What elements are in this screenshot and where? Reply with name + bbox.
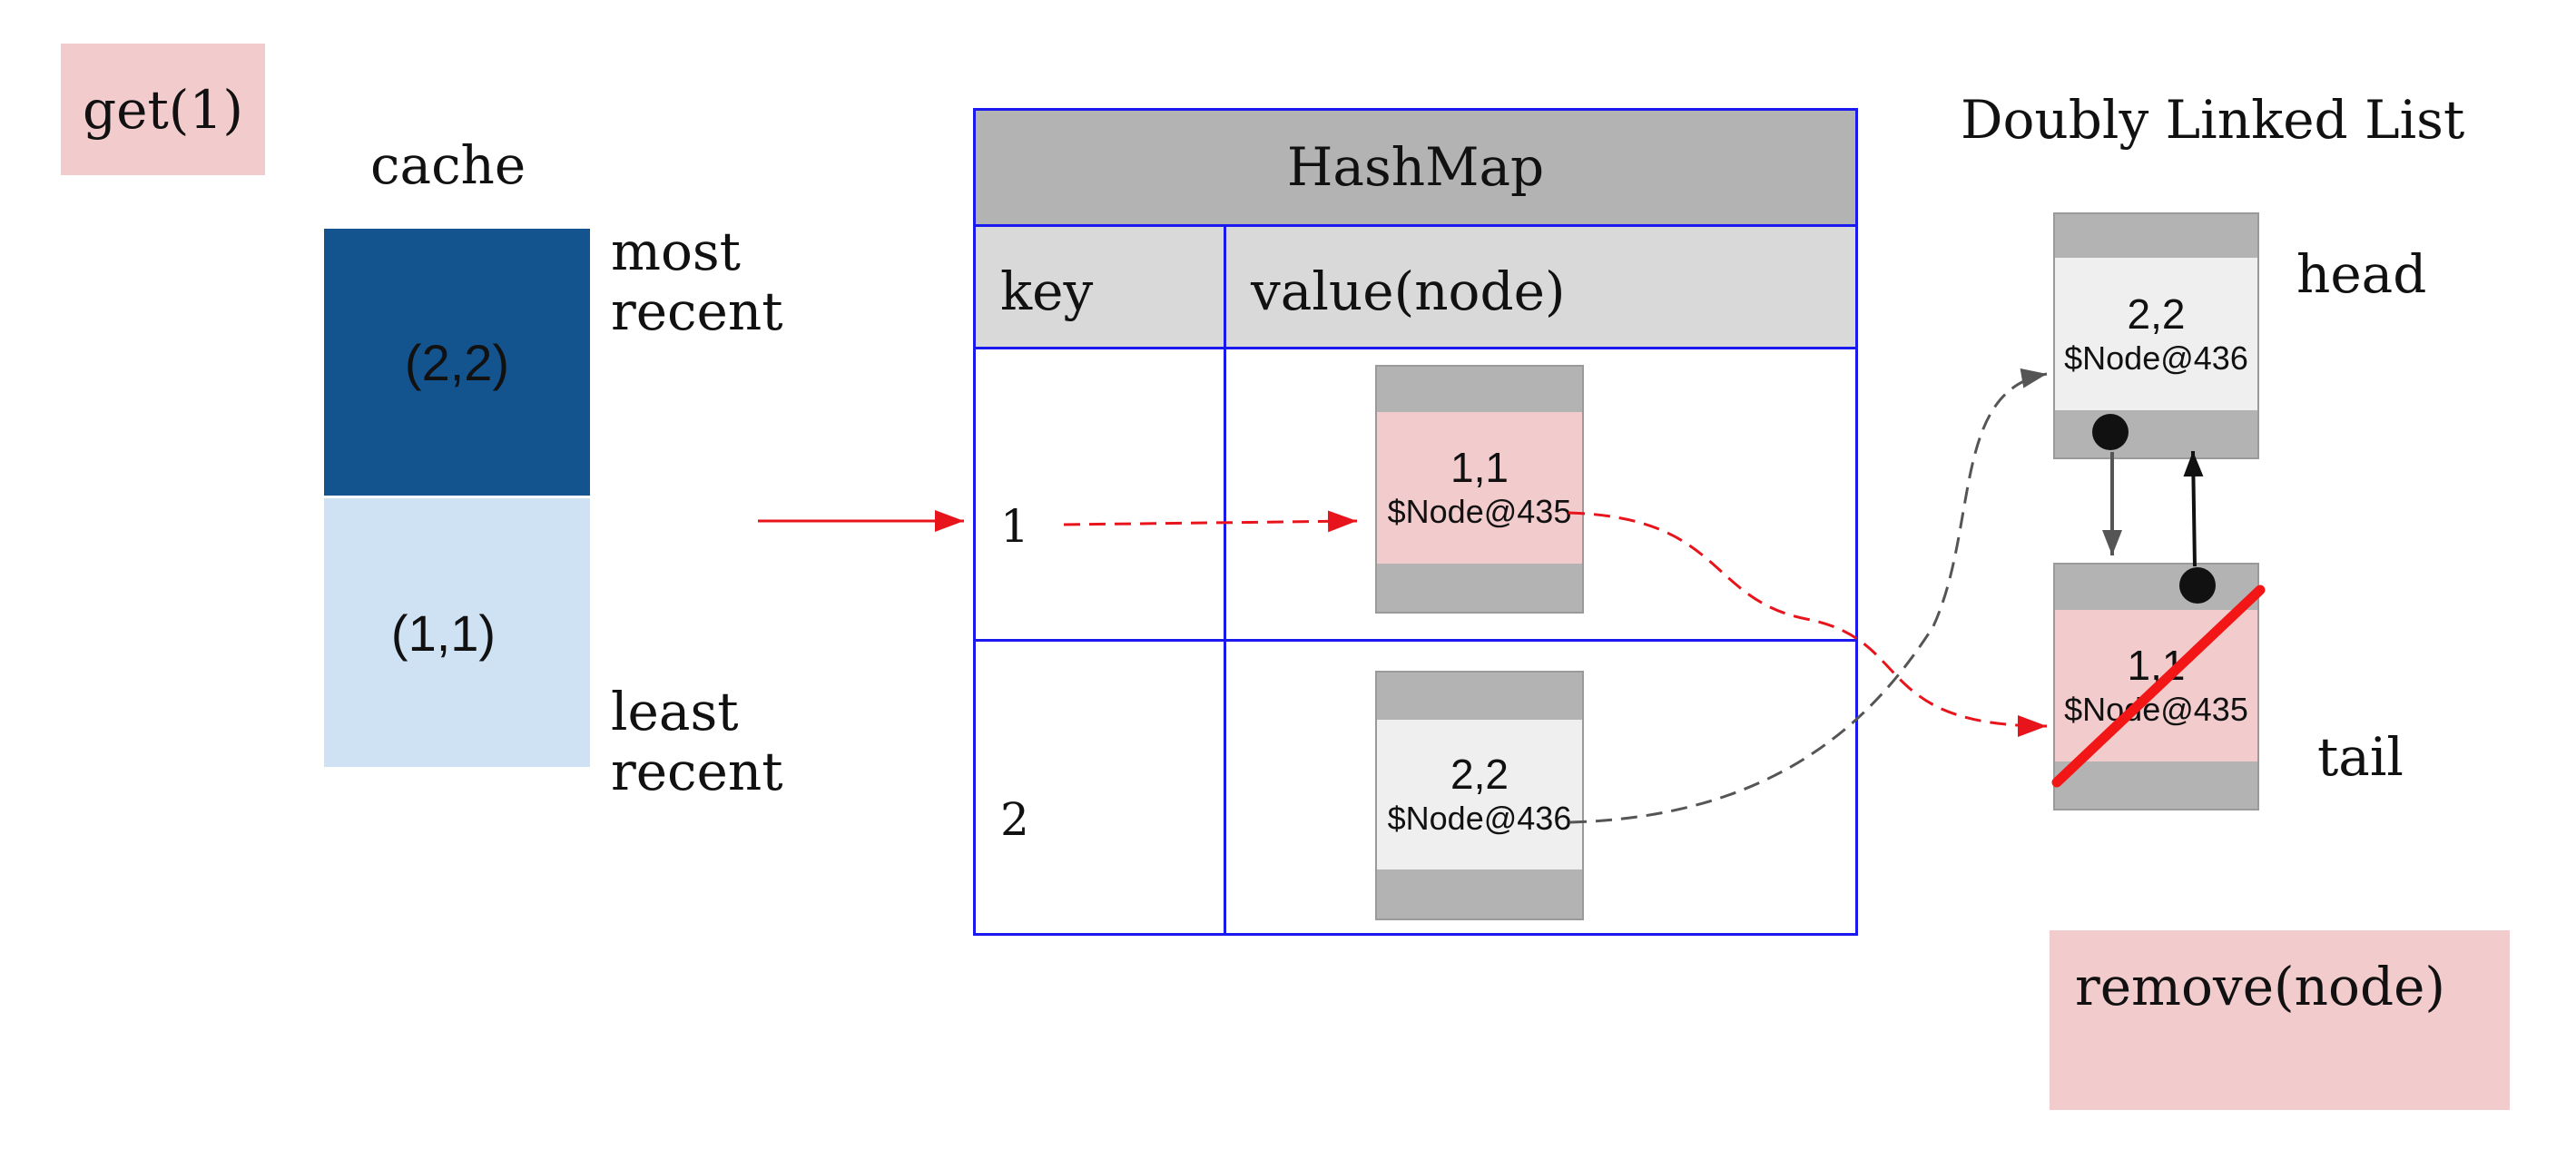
remove-operation-label: remove(node)	[2050, 930, 2510, 1110]
linked-list-head-node: 2,2 $Node@436	[2053, 212, 2259, 459]
hashmap-divider-rows	[973, 639, 1858, 642]
node-value: 2,2	[1450, 751, 1509, 799]
get-operation-label: get(1)	[61, 44, 265, 175]
node-top-band	[1377, 673, 1582, 720]
node-value: 1,1	[1450, 444, 1509, 492]
cache-cell-most-recent-text: (2,2)	[404, 333, 510, 391]
hashmap-node-435: 1,1 $Node@435	[1375, 365, 1584, 614]
node-435-to-tail-arrow	[1568, 511, 2048, 737]
tail-label: tail	[2317, 726, 2404, 788]
cache-cell-least-recent-text: (1,1)	[390, 604, 497, 662]
cache-cell-least-recent: (1,1)	[324, 498, 590, 767]
hashmap-title: HashMap	[1286, 136, 1545, 198]
hashmap-divider-column	[1224, 226, 1226, 936]
node-bottom-band	[1377, 564, 1582, 612]
node-bottom-band	[2055, 410, 2257, 457]
node-value: 2,2	[2127, 290, 2186, 338]
node-436-to-head-arrow	[1569, 368, 2048, 824]
hashmap-row-1-key: 1	[1000, 500, 1029, 553]
hashmap-border-left	[973, 108, 976, 936]
node-body: 1,1 $Node@435	[1377, 412, 1582, 564]
hashmap-header-row	[973, 226, 1858, 349]
hashmap-column-key: key	[1000, 260, 1094, 322]
tail-node-strike-line	[2051, 584, 2266, 788]
node-body: 2,2 $Node@436	[2055, 258, 2257, 410]
hashmap-border-bottom	[973, 933, 1858, 936]
hashmap-title-bar: HashMap	[973, 108, 1858, 226]
hashmap-divider-title	[973, 224, 1858, 227]
hashmap-table: HashMap key value(node) 1 2	[973, 108, 1858, 936]
linked-list-title: Doubly Linked List	[1961, 89, 2465, 151]
node-bottom-band	[2055, 761, 2257, 809]
node-top-band	[2055, 214, 2257, 258]
get-operation-text: get(1)	[83, 78, 243, 141]
head-next-pointer-dot	[2092, 414, 2129, 450]
cache-cell-most-recent: (2,2)	[324, 229, 590, 496]
cache-title: cache	[370, 134, 526, 196]
key-1-to-node-arrow	[1063, 510, 1358, 533]
most-recent-label: most recent	[611, 221, 783, 342]
node-address: $Node@435	[2064, 691, 2248, 729]
node-address: $Node@436	[2064, 339, 2248, 377]
node-bottom-band	[1377, 869, 1582, 918]
node-body: 2,2 $Node@436	[1377, 720, 1582, 869]
least-recent-label: least recent	[611, 681, 783, 802]
hashmap-border-top	[973, 108, 1858, 111]
node-address: $Node@435	[1387, 493, 1572, 531]
node-address: $Node@436	[1387, 800, 1572, 838]
hashmap-row-2-key: 2	[1000, 793, 1029, 846]
hashmap-column-value: value(node)	[1251, 260, 1566, 322]
remove-operation-text: remove(node)	[2075, 956, 2446, 1017]
node-top-band	[1377, 367, 1582, 412]
hashmap-divider-header	[973, 347, 1858, 349]
node-top-band	[2055, 565, 2257, 610]
hashmap-node-436: 2,2 $Node@436	[1375, 671, 1584, 920]
tail-prev-pointer-arrow	[2183, 450, 2204, 567]
head-label: head	[2296, 243, 2427, 305]
hashmap-border-right	[1855, 108, 1858, 936]
tail-prev-pointer-dot	[2179, 567, 2216, 604]
